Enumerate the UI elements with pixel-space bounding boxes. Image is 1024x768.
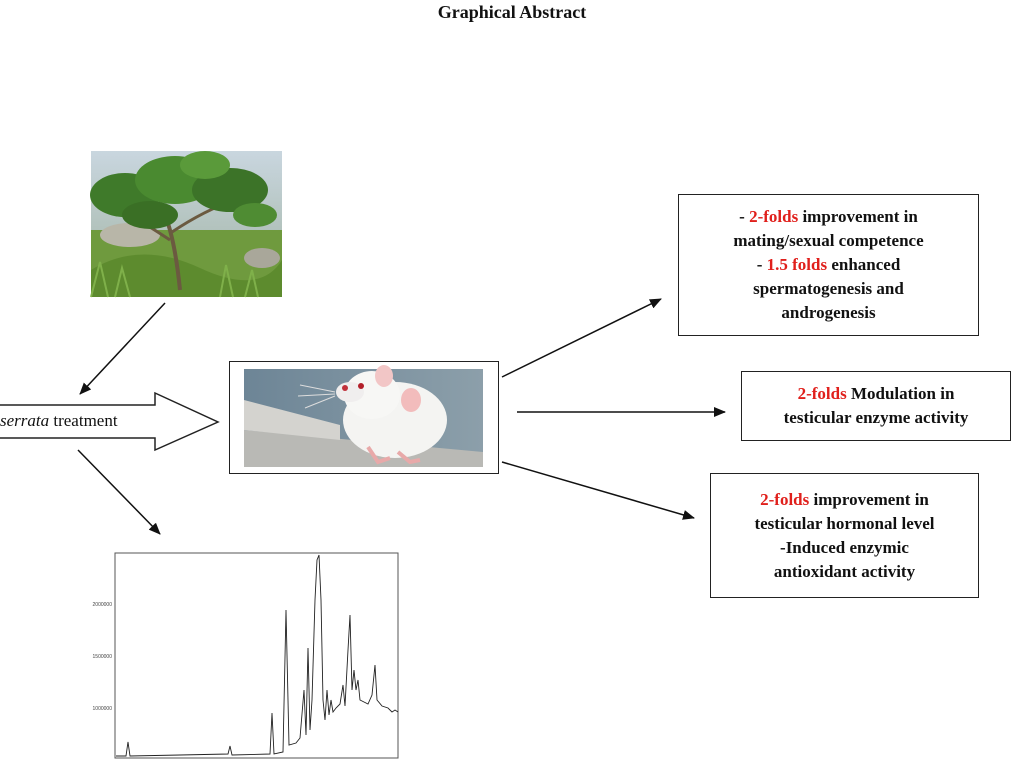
outcome-text: - xyxy=(756,255,767,274)
chromatogram-trace xyxy=(116,554,399,757)
highlight-value: 2-folds xyxy=(797,384,847,403)
outcome-text: androgenesis xyxy=(781,303,876,322)
outcome-text: enhanced xyxy=(827,255,901,274)
outcome-text: mating/sexual competence xyxy=(733,231,924,250)
highlight-value: 1.5 folds xyxy=(766,255,828,274)
outcome-text: spermatogenesis and xyxy=(753,279,904,298)
y-tick-label: 1500000 xyxy=(93,654,113,660)
outcome-text: - xyxy=(739,207,750,226)
arrow-rat-to-outcome-3 xyxy=(501,461,695,520)
page-title: Graphical Abstract xyxy=(437,2,587,22)
outcome-line: -Induced enzymic xyxy=(711,536,978,560)
y-tick-label: 1000000 xyxy=(93,706,113,712)
outcome-text: -Induced enzymic xyxy=(780,537,909,557)
outcome-box-mating: - 2-folds improvement in mating/sexual co… xyxy=(678,194,979,336)
highlight-value: 2-folds xyxy=(749,207,799,226)
outcome-text: antioxidant activity xyxy=(773,561,916,581)
outcome-line: - 2-folds improvement in xyxy=(679,205,978,229)
outcome-line: androgenesis xyxy=(679,301,978,325)
outcome-text: improvement in xyxy=(798,207,918,226)
outcome-line: testicular hormonal level xyxy=(711,512,978,536)
outcome-text: improvement in xyxy=(809,489,929,509)
plant-photo xyxy=(90,151,282,298)
arrow-rat-to-outcome-1 xyxy=(501,298,662,378)
outcome-line: 2-folds Modulation in xyxy=(742,382,1010,406)
treatment-rest: treatment xyxy=(49,411,118,430)
highlight-value: 2-folds xyxy=(760,489,810,509)
outcome-line: 2-folds improvement in xyxy=(711,488,978,512)
chromatogram: 2000000 1500000 1000000 xyxy=(93,552,399,759)
y-tick-label: 2000000 xyxy=(93,602,113,608)
outcome-line: testicular enzyme activity xyxy=(742,406,1010,430)
outcome-line: spermatogenesis and xyxy=(679,277,978,301)
outcome-line: antioxidant activity xyxy=(711,560,978,584)
outcome-text: testicular hormonal level xyxy=(754,513,935,533)
outcome-text: Modulation in xyxy=(846,384,955,403)
treatment-italic: serrata xyxy=(0,411,50,430)
rat-photo-frame xyxy=(229,361,499,474)
outcome-text: testicular enzyme activity xyxy=(783,408,969,427)
arrow-treatment-to-chromatogram xyxy=(77,449,161,535)
arrow-plant-to-treatment xyxy=(79,302,166,395)
treatment-arrow xyxy=(0,391,220,452)
outcome-box-enzyme: 2-folds Modulation in testicular enzyme a… xyxy=(741,371,1011,441)
outcome-line: mating/sexual competence xyxy=(679,229,978,253)
outcome-line: - 1.5 folds enhanced xyxy=(679,253,978,277)
treatment-label: serrata treatment xyxy=(0,411,118,431)
